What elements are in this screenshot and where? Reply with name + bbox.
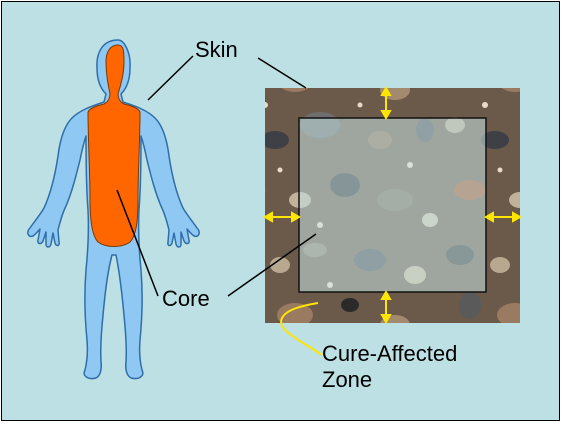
zone-label-line1: Cure-Affected <box>322 341 457 367</box>
skin-leader-body <box>148 56 193 100</box>
skin-leader-specimen <box>258 58 306 88</box>
core-zone-overlay <box>299 118 486 292</box>
cure-affected-zone-label: Cure-Affected Zone <box>322 341 457 393</box>
concrete-specimen <box>265 88 520 323</box>
zone-label-line2: Zone <box>322 367 457 393</box>
human-figure <box>28 40 199 379</box>
core-region <box>88 45 140 247</box>
core-label: Core <box>162 286 210 312</box>
skin-label: Skin <box>195 37 238 63</box>
